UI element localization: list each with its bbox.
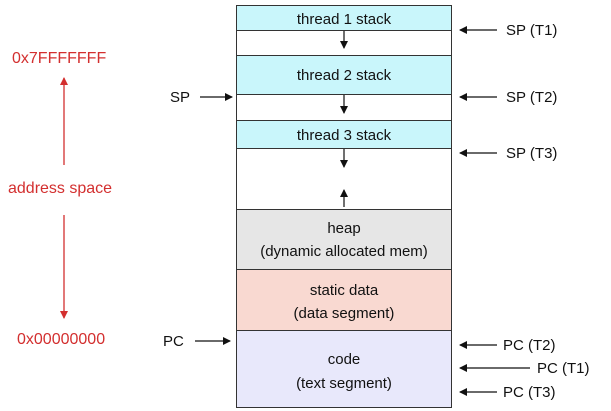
code-sublabel: (text segment) [296,375,392,392]
static-data-label: static data [309,282,379,299]
pc-t3-label: PC (T3) [503,384,556,401]
sp-t3-label: SP (T3) [506,145,558,162]
pc-left-label: PC [163,333,184,350]
heap-block: heap (dynamic allocated mem) [236,209,452,270]
thread3-stack-label: thread 3 stack [296,127,392,144]
thread2-stack-label: thread 2 stack [296,67,392,84]
code-block: code (text segment) [236,330,452,408]
sp-left-label: SP [170,89,191,106]
thread3-stack-block: thread 3 stack [236,120,452,149]
address-space-label: address space [8,180,113,197]
bottom-address-label: 0x00000000 [17,331,106,348]
static-data-sublabel: (data segment) [293,305,395,322]
pc-t1-label: PC (T1) [537,360,590,377]
heap-sublabel: (dynamic allocated mem) [260,243,428,260]
code-label: code [327,351,361,368]
heap-label: heap [327,220,361,237]
static-data-block: static data (data segment) [236,269,452,331]
sp-t1-label: SP (T1) [506,22,558,39]
thread2-stack-block: thread 2 stack [236,55,452,95]
sp-t2-label: SP (T2) [506,89,558,106]
thread1-stack-label: thread 1 stack [296,11,392,28]
pc-t2-label: PC (T2) [503,337,556,354]
top-address-label: 0x7FFFFFFF [12,50,107,67]
